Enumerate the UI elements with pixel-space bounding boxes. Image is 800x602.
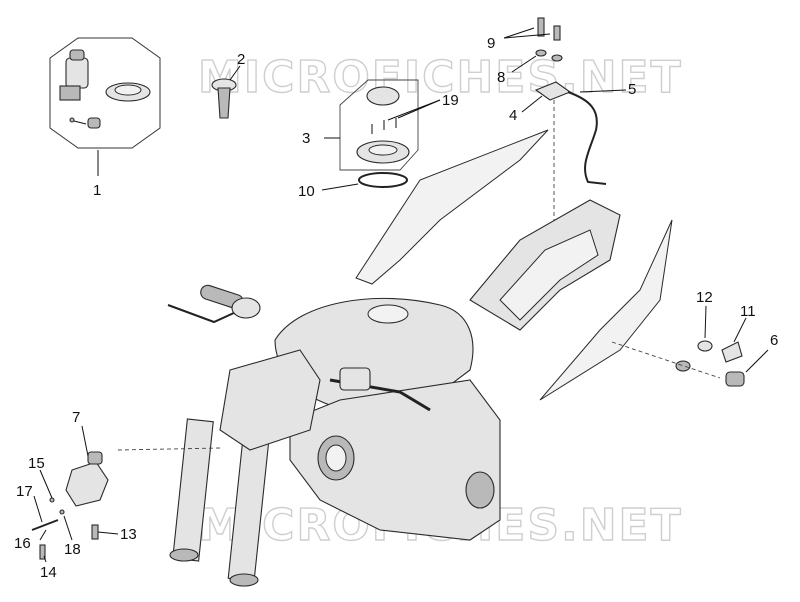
seat-lock-cylinder bbox=[725, 371, 745, 387]
ignition-lock-kit bbox=[49, 37, 161, 176]
callout-1: 1 bbox=[93, 182, 101, 199]
callout-13: 13 bbox=[120, 526, 137, 543]
lock-cylinder bbox=[87, 117, 101, 129]
ignition-key-head bbox=[69, 49, 85, 61]
callout-12: 12 bbox=[696, 289, 713, 306]
callout-15: 15 bbox=[28, 455, 45, 472]
tank-filler-neck bbox=[367, 304, 409, 324]
key-part bbox=[211, 65, 241, 119]
ignition-switch-base bbox=[59, 85, 81, 101]
callout-4: 4 bbox=[509, 107, 517, 124]
callout-5: 5 bbox=[628, 81, 636, 98]
main-frame bbox=[289, 379, 501, 541]
brake-reservoir bbox=[231, 297, 261, 319]
ignition-switch bbox=[65, 461, 109, 507]
callout-7: 7 bbox=[72, 409, 80, 426]
seat-lock-cable-assembly bbox=[503, 17, 627, 250]
watermark-top: MICROFICHES.NET bbox=[198, 52, 683, 103]
callout-14: 14 bbox=[40, 564, 57, 581]
release-cable bbox=[567, 91, 607, 185]
seat-lock-parts bbox=[611, 305, 769, 387]
kit-outline bbox=[49, 37, 161, 149]
callout-6: 6 bbox=[770, 332, 778, 349]
callout-18: 18 bbox=[64, 541, 81, 558]
motorcycle-frame bbox=[167, 129, 673, 587]
fuel-cap-assembly bbox=[321, 79, 441, 191]
callout-3: 3 bbox=[302, 130, 310, 147]
headstock bbox=[219, 349, 321, 451]
callout-9: 9 bbox=[487, 35, 495, 52]
fuel-cap-gasket bbox=[358, 172, 408, 188]
ignition-switch-assembly bbox=[31, 425, 221, 563]
callout-16: 16 bbox=[14, 535, 31, 552]
bolt-13 bbox=[91, 524, 99, 540]
callout-17: 17 bbox=[16, 483, 33, 500]
side-panel-upper bbox=[355, 129, 549, 285]
callout-11: 11 bbox=[740, 303, 756, 320]
brake-lever bbox=[167, 304, 237, 324]
ignition-switch-body bbox=[65, 57, 89, 89]
fuel-cap-top bbox=[366, 86, 400, 106]
callout-2: 2 bbox=[237, 51, 245, 68]
bolt-14 bbox=[39, 544, 46, 560]
callout-10: 10 bbox=[298, 183, 315, 200]
callout-19: 19 bbox=[442, 92, 459, 109]
callout-8: 8 bbox=[497, 69, 505, 86]
tail-fairing bbox=[539, 219, 673, 401]
